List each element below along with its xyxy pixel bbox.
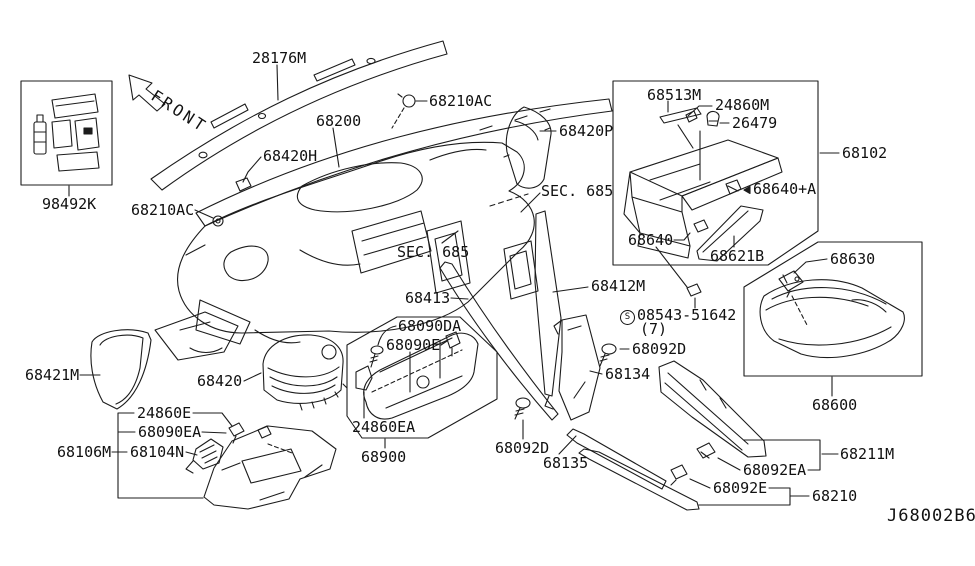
part-label-68135[interactable]: 68135 bbox=[543, 454, 589, 472]
part-label-68211M[interactable]: 68211M bbox=[840, 445, 895, 463]
art-68600-box bbox=[743, 241, 923, 397]
part-label-68092EA[interactable]: 68092EA bbox=[743, 461, 807, 479]
art-sec685-vents bbox=[426, 192, 541, 300]
part-label-68413[interactable]: 68413 bbox=[405, 289, 451, 307]
front-arrow-icon bbox=[128, 74, 166, 112]
s-fastener-icon: S bbox=[620, 310, 635, 325]
art-68135-68210 bbox=[558, 428, 810, 511]
fastener-qty-note: (7) bbox=[640, 320, 668, 338]
art-68413 bbox=[439, 261, 559, 421]
part-label-26479[interactable]: 26479 bbox=[732, 114, 778, 132]
part-label-68900[interactable]: 68900 bbox=[361, 448, 407, 466]
part-label-28176M[interactable]: 28176M bbox=[252, 49, 307, 67]
part-label-68106M[interactable]: 68106M bbox=[57, 443, 112, 461]
part-label-68200[interactable]: 68200 bbox=[316, 112, 362, 130]
art-68640-lower-clip bbox=[655, 246, 702, 309]
part-label-68092D-upper[interactable]: 68092D bbox=[632, 340, 687, 358]
part-label-68210AC-left[interactable]: 68210AC bbox=[131, 201, 195, 219]
art-68102-box bbox=[612, 80, 840, 266]
part-label-68092E[interactable]: 68092E bbox=[713, 479, 768, 497]
part-label-68134[interactable]: 68134 bbox=[605, 365, 651, 383]
part-label-68640[interactable]: 68640 bbox=[628, 231, 674, 249]
part-label-68600[interactable]: 68600 bbox=[812, 396, 858, 414]
part-label-68420H[interactable]: 68420H bbox=[263, 147, 318, 165]
part-label-68513M[interactable]: 68513M bbox=[647, 86, 702, 104]
part-label-68420P[interactable]: 68420P bbox=[559, 122, 614, 140]
part-label-68412M[interactable]: 68412M bbox=[591, 277, 646, 295]
part-label-68104N[interactable]: 68104N bbox=[130, 443, 185, 461]
part-label-24860EA[interactable]: 24860EA bbox=[352, 418, 416, 436]
art-28176M bbox=[150, 40, 448, 191]
art-68421M bbox=[79, 329, 152, 410]
part-label-98492K[interactable]: 98492K bbox=[42, 195, 97, 213]
art-68420 bbox=[243, 334, 348, 411]
part-label-68420[interactable]: 68420 bbox=[197, 372, 243, 390]
art-instrument-panel bbox=[154, 93, 535, 361]
part-label-68090EA[interactable]: 68090EA bbox=[138, 423, 202, 441]
art-68412M bbox=[534, 210, 589, 410]
art-68092D-lower bbox=[514, 397, 531, 440]
part-label-68621B[interactable]: 68621B bbox=[710, 247, 765, 265]
drawing-code: J68002B6 bbox=[887, 506, 975, 526]
part-label-68421M[interactable]: 68421M bbox=[25, 366, 80, 384]
sec-ref-upper[interactable]: SEC. 685 bbox=[541, 182, 614, 200]
part-label-68630[interactable]: 68630 bbox=[830, 250, 876, 268]
part-label-24860E[interactable]: 24860E bbox=[137, 404, 192, 422]
art-68200-rail bbox=[195, 98, 613, 227]
art-68134 bbox=[553, 314, 630, 421]
art-68106M-assembly bbox=[111, 412, 337, 510]
part-label-68090E[interactable]: 68090E bbox=[386, 336, 441, 354]
part-label-68102[interactable]: 68102 bbox=[842, 144, 888, 162]
sec-ref-lower[interactable]: SEC. 685 bbox=[397, 243, 470, 261]
part-label-68092D-lower[interactable]: 68092D bbox=[495, 439, 550, 457]
art-68211M bbox=[658, 360, 839, 471]
art-68900-box bbox=[346, 316, 498, 449]
part-label-68090DA[interactable]: 68090DA bbox=[398, 317, 462, 335]
art-98492K bbox=[20, 80, 113, 197]
part-label-68210AC-top[interactable]: 68210AC bbox=[429, 92, 493, 110]
part-label-68210[interactable]: 68210 bbox=[812, 487, 858, 505]
art-68420P bbox=[503, 106, 557, 189]
part-label-68640A[interactable]: 68640+A bbox=[753, 180, 817, 198]
part-label-24860M[interactable]: 24860M bbox=[715, 96, 770, 114]
